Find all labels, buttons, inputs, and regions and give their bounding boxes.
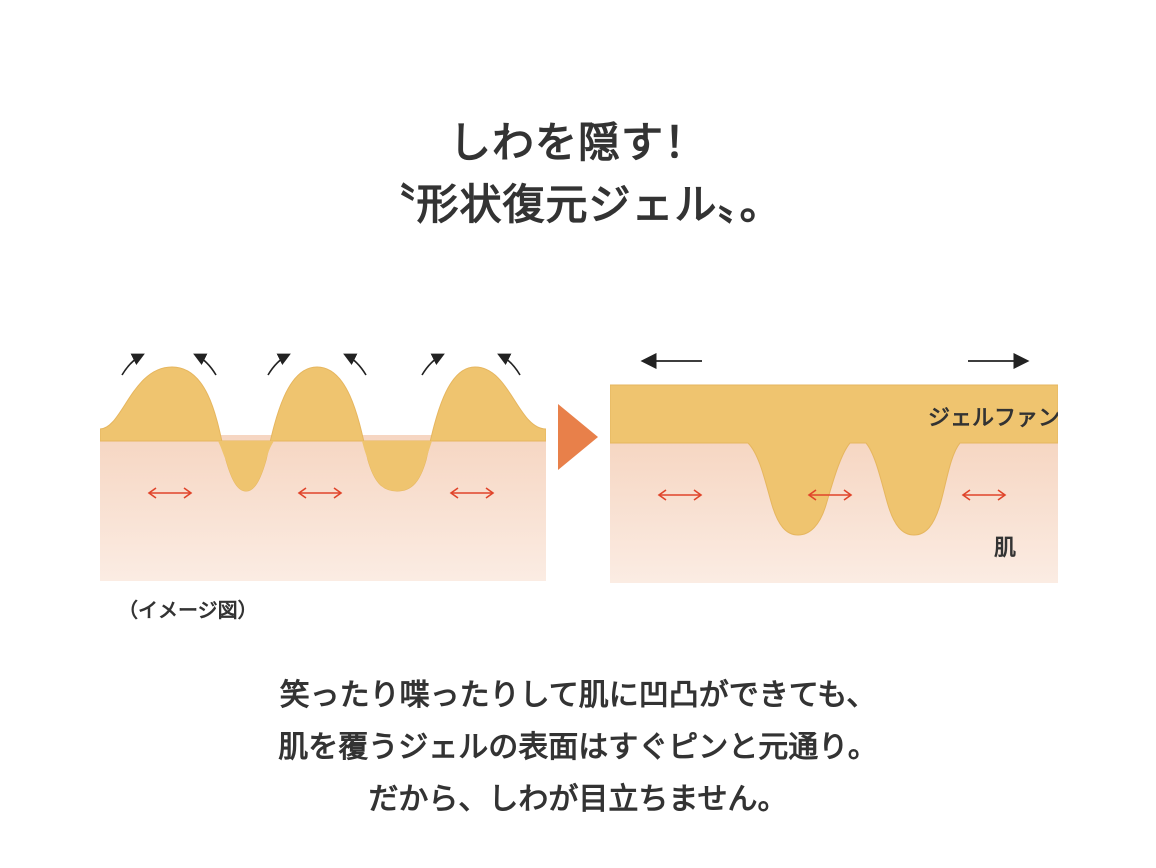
gel-label: ジェルファンデ <box>928 405 1058 431</box>
before-diagram <box>100 353 546 581</box>
description-line-3: だから、しわが目立ちません。 <box>368 782 788 817</box>
headline: しわを隠す！ 〝形状復元ジェル〟。 <box>0 112 1156 236</box>
gel-surface-left <box>100 366 546 492</box>
stretch-arrows <box>657 489 1007 501</box>
movement-arrows <box>121 353 521 376</box>
description: 笑ったり喋ったりして肌に凹凸ができても、 肌を覆うジェルの表面はすぐピンと元通り… <box>0 670 1156 826</box>
headline-line-2: 〝形状復元ジェル〟。 <box>373 180 783 229</box>
image-caption: （イメージ図） <box>118 598 258 622</box>
headline-line-1: しわを隠す！ <box>448 118 707 167</box>
gel-flat-layer <box>610 384 1058 536</box>
gel-groove-2 <box>362 441 432 491</box>
skin-label: 肌 <box>994 536 1016 561</box>
description-line-1: 笑ったり喋ったりして肌に凹凸ができても、 <box>279 678 877 713</box>
skin-layer <box>100 435 546 581</box>
stretch-arrows <box>147 487 495 499</box>
gel-groove-1 <box>218 441 274 491</box>
after-diagram: ジェルファンデ 肌 <box>610 352 1058 583</box>
description-line-2: 肌を覆うジェルの表面はすぐピンと元通り。 <box>278 730 878 765</box>
next-triangle-icon <box>558 404 598 470</box>
